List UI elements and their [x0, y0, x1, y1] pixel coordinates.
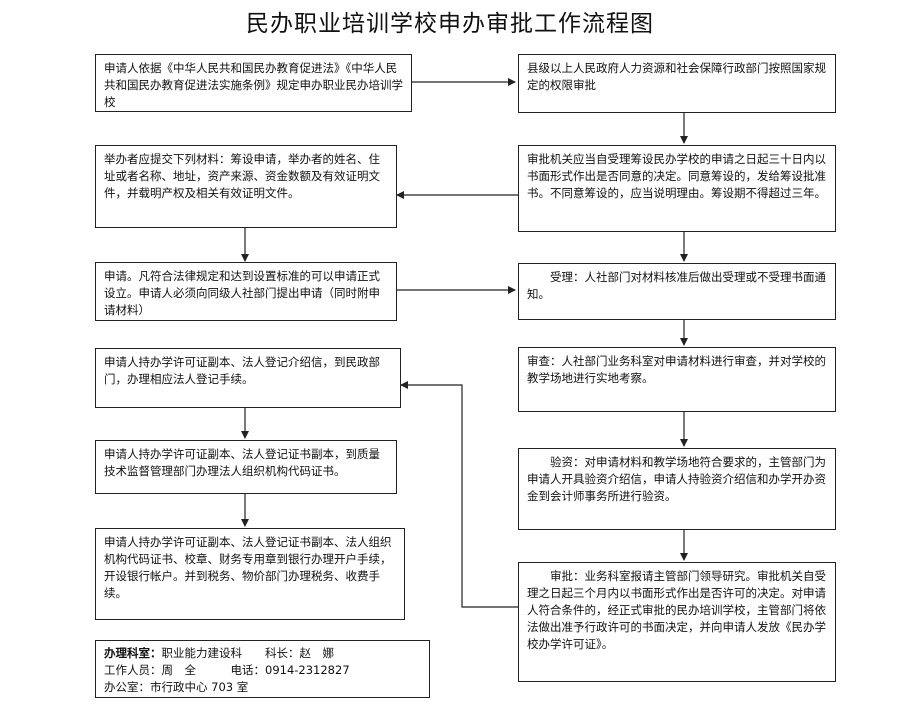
step-acceptance-box: 受理：人社部门对材料核准后做出受理或不受理书面通知。	[518, 263, 836, 320]
step-materials-box: 举办者应提交下列材料：筹设申请，举办者的姓名、住址或者名称、地址，资产来源、资金…	[95, 145, 397, 228]
step-review-text: 审查：人社部门业务科室对申请材料进行审查，并对学校的教学场地进行实地考察。	[527, 354, 826, 385]
step-formal-apply-text: 申请。凡符合法律规定和达到设置标准的可以申请正式设立。申请人必须向同级人社部门提…	[104, 269, 380, 317]
step-org-code-box: 申请人持办学许可证副本、法人登记证书副本，到质量技术监督管理部门办理法人组织机构…	[95, 440, 397, 494]
contact-info-box: 办理科室：职业能力建设科 科长：赵 娜 工作人员：周 全 电话：0914-231…	[95, 640, 430, 698]
step-bank-tax-text: 申请人持办学许可证副本、法人登记证书副本、法人组织机构代码证书、校章、财务专用章…	[104, 535, 392, 600]
step-capital-check-text: 验资：对申请材料和教学场地符合要求的，主管部门为申请人开具验资介绍信，申请人持验…	[527, 455, 826, 503]
step-prep-decision-box: 审批机关应当自受理筹设民办学校的申请之日起三十日内以书面形式作出是否同意的决定。…	[518, 145, 836, 232]
step-capital-check-box: 验资：对申请材料和教学场地符合要求的，主管部门为申请人开具验资介绍信，申请人持验…	[518, 448, 836, 530]
arrow-r6-l4	[400, 381, 518, 608]
step-formal-apply-box: 申请。凡符合法律规定和达到设置标准的可以申请正式设立。申请人必须向同级人社部门提…	[95, 262, 397, 321]
staff-phone-line: 工作人员：周 全 电话：0914-2312827	[104, 663, 350, 677]
step-bank-tax-box: 申请人持办学许可证副本、法人登记证书副本、法人组织机构代码证书、校章、财务专用章…	[95, 528, 405, 620]
step-civil-affairs-text: 申请人持办学许可证副本、法人登记介绍信，到民政部门，办理相应法人登记手续。	[104, 355, 380, 386]
step-final-approval-text: 审批：业务科室报请主管部门领导研究。审批机关自受理之日起三个月内以书面形式作出是…	[527, 569, 826, 651]
step-civil-affairs-box: 申请人持办学许可证副本、法人登记介绍信，到民政部门，办理相应法人登记手续。	[95, 348, 401, 408]
office-room-line: 办公室：市行政中心 703 室	[104, 680, 249, 694]
step-materials-text: 举办者应提交下列材料：筹设申请，举办者的姓名、住址或者名称、地址，资产来源、资金…	[104, 152, 380, 200]
step-acceptance-text: 受理：人社部门对材料核准后做出受理或不受理书面通知。	[527, 270, 826, 301]
step-apply-basis-text: 申请人依据《中华人民共和国民办教育促进法》《中华人民共和国民办教育促进法实施条例…	[104, 61, 403, 109]
step-review-box: 审查：人社部门业务科室对申请材料进行审查，并对学校的教学场地进行实地考察。	[518, 347, 836, 412]
step-final-approval-box: 审批：业务科室报请主管部门领导研究。审批机关自受理之日起三个月内以书面形式作出是…	[518, 562, 836, 682]
office-value: 职业能力建设科 科长：赵 娜	[161, 646, 335, 660]
step-prep-decision-text: 审批机关应当自受理筹设民办学校的申请之日起三十日内以书面形式作出是否同意的决定。…	[527, 152, 826, 200]
office-label: 办理科室：	[104, 646, 162, 660]
step-authority-box: 县级以上人民政府人力资源和社会保障行政部门按照国家规定的权限审批	[518, 54, 836, 113]
step-apply-basis-box: 申请人依据《中华人民共和国民办教育促进法》《中华人民共和国民办教育促进法实施条例…	[95, 54, 412, 112]
step-org-code-text: 申请人持办学许可证副本、法人登记证书副本，到质量技术监督管理部门办理法人组织机构…	[104, 447, 380, 478]
page-title: 民办职业培训学校申办审批工作流程图	[246, 11, 654, 37]
step-authority-text: 县级以上人民政府人力资源和社会保障行政部门按照国家规定的权限审批	[527, 61, 826, 92]
